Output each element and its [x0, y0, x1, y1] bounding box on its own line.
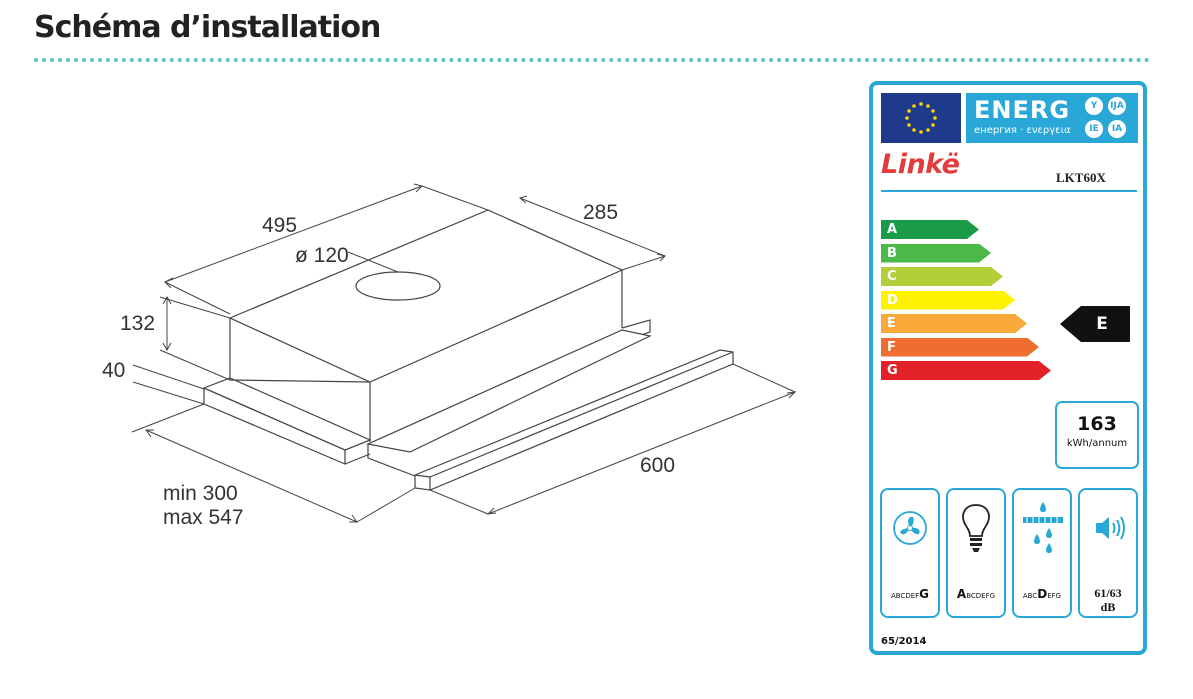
energy-class-g: G: [881, 361, 1051, 380]
lang-code: IE: [1085, 120, 1103, 138]
fan-efficiency-grade: ABCDEFG: [890, 587, 930, 601]
consumption-unit: kWh/annum: [1066, 438, 1128, 449]
energy-class-d: D: [881, 291, 1015, 310]
noise-value: 61/63: [1094, 586, 1122, 600]
page-title: Schéma d’installation: [34, 10, 381, 45]
dim-height: 132: [120, 312, 155, 335]
dim-min: min 300: [163, 482, 238, 505]
energy-class-b: B: [881, 244, 991, 263]
fan-icon: [893, 511, 927, 545]
energy-class-a: A: [881, 220, 979, 239]
brand-logo: Linkë: [881, 149, 960, 180]
energy-rating-arrow: E: [1060, 306, 1130, 342]
eu-flag-icon: [881, 93, 961, 143]
dim-width: 600: [640, 454, 675, 477]
divider: [881, 190, 1137, 192]
dim-body-width: 285: [583, 201, 618, 224]
noise-level: 61/63 dB: [1080, 586, 1136, 614]
lighting-efficiency-box: ABCDEFG: [946, 488, 1006, 618]
dim-depth: 495: [262, 214, 297, 237]
lang-code: Y: [1085, 97, 1103, 115]
energy-header: ENERG енергия · ενεργεια Y IJA IE IA: [966, 93, 1138, 143]
energy-class-f: F: [881, 338, 1039, 357]
energy-class-c: C: [881, 267, 1003, 286]
noise-unit: dB: [1100, 600, 1116, 614]
lighting-efficiency-grade: ABCDEFG: [956, 587, 996, 601]
lang-code: IJA: [1108, 97, 1126, 115]
bulb-icon: [962, 504, 990, 552]
consumption-value: 163: [1077, 413, 1117, 435]
energy-label: ENERG енергия · ενεργεια Y IJA IE IA Lin…: [869, 81, 1147, 655]
installation-diagram: 495 285 ø 120 132 40 600 min 300 max 547: [102, 183, 797, 529]
lang-code: IA: [1108, 120, 1126, 138]
dim-duct-diameter: ø 120: [295, 244, 349, 267]
base-plate-front: [203, 387, 346, 465]
pull-out-drawer: [366, 329, 652, 453]
speaker-icon: [1096, 516, 1125, 540]
model-number: LKT60X: [1056, 170, 1106, 185]
energy-consumption-box: 163 kWh/annum: [1055, 401, 1139, 469]
dotted-divider: [34, 58, 1150, 62]
filter-efficiency-grade: ABCDEFG: [1022, 587, 1062, 601]
fan-efficiency-box: ABCDEFG: [880, 488, 940, 618]
dim-max: max 547: [163, 506, 244, 529]
dim-drawer-height: 40: [102, 359, 125, 382]
energ-word: ENERG: [974, 96, 1071, 124]
grease-filter-box: ABCDEFG: [1012, 488, 1072, 618]
noise-level-box: 61/63 dB: [1078, 488, 1138, 618]
energy-class-e: E: [881, 314, 1027, 333]
filter-icon: [1023, 502, 1063, 553]
energ-subtitle: енергия · ενεργεια: [974, 125, 1071, 136]
regulation-number: 65/2014: [881, 636, 927, 647]
